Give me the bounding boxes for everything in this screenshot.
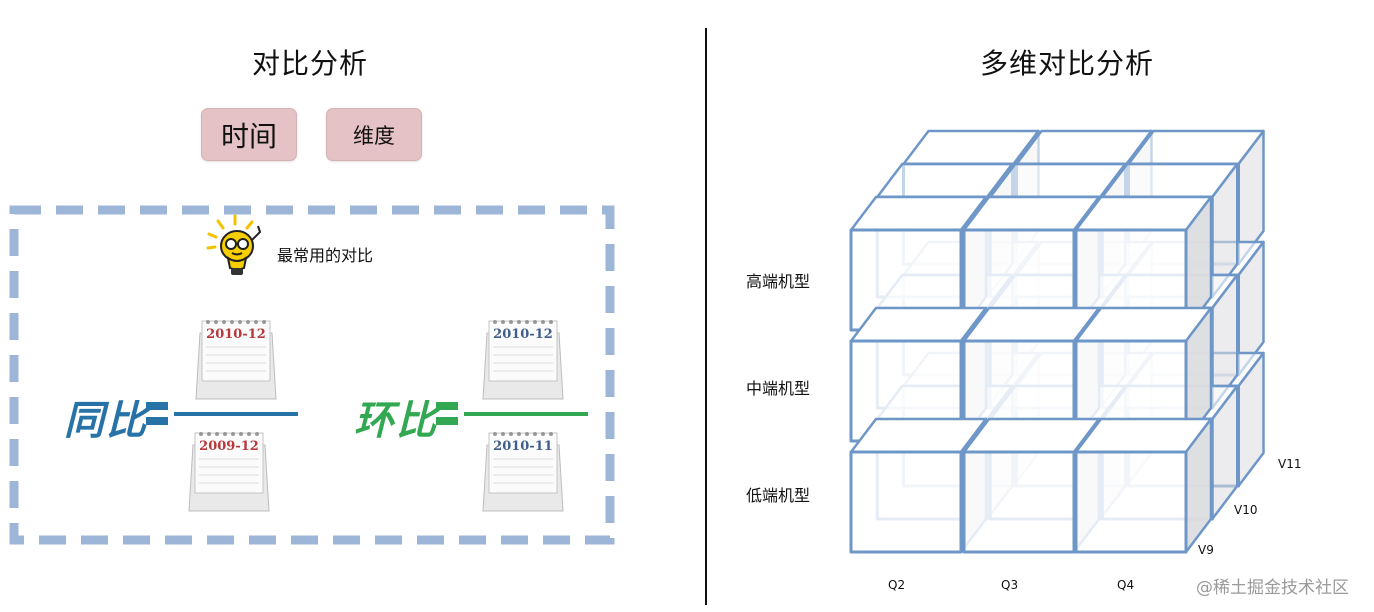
calendar-date: 2010-12 [206, 327, 266, 342]
depth-label-v11: V11 [1278, 457, 1302, 471]
calendar-yoy-denominator: 2009-12 [187, 427, 271, 517]
row-label-mid: 中端机型 [746, 379, 811, 398]
calendar-icon [482, 320, 564, 400]
cube-face-front [962, 450, 1076, 554]
dimension-button[interactable]: 维度 [326, 108, 422, 161]
lightbulb-icon [206, 214, 262, 275]
yoy-label: 同比 [64, 398, 148, 444]
left-title: 对比分析 [252, 47, 369, 80]
row-label-low: 低端机型 [746, 486, 811, 505]
mom-fraction-line [464, 412, 588, 416]
calendar-icon [482, 432, 564, 512]
time-button-label: 时间 [220, 119, 277, 153]
column-label-q2: Q2 [888, 578, 906, 592]
cube-face-front [849, 450, 963, 554]
calendar-yoy-numerator: 2010-12 [194, 315, 278, 405]
calendar-mom-numerator: 2010-12 [481, 315, 565, 405]
calendar-date: 2009-12 [199, 439, 259, 454]
depth-label-v9: V9 [1198, 543, 1214, 557]
time-button[interactable]: 时间 [201, 108, 297, 161]
panel-divider [705, 28, 707, 605]
mom-label: 环比 [354, 398, 438, 444]
column-label-q3: Q3 [1001, 578, 1019, 592]
depth-label-v10: V10 [1234, 503, 1258, 517]
row-label-high: 高端机型 [746, 272, 811, 291]
mom-equals-icon [436, 402, 458, 425]
right-title: 多维对比分析 [980, 47, 1155, 80]
dashed-frame [9, 205, 615, 545]
column-label-q4: Q4 [1117, 578, 1135, 592]
calendar-date: 2010-12 [493, 327, 553, 342]
calendar-date: 2010-11 [493, 439, 553, 454]
dimension-button-label: 维度 [353, 123, 395, 148]
yoy-fraction-line [174, 412, 298, 416]
calendar-mom-denominator: 2010-11 [481, 427, 565, 517]
watermark: @稀土掘金技术社区 [1196, 578, 1349, 598]
calendar-icon [188, 432, 270, 512]
yoy-equals-icon [146, 402, 168, 425]
tip-text: 最常用的对比 [277, 246, 374, 265]
calendar-icon [195, 320, 277, 400]
cube-face-front [1074, 450, 1188, 554]
